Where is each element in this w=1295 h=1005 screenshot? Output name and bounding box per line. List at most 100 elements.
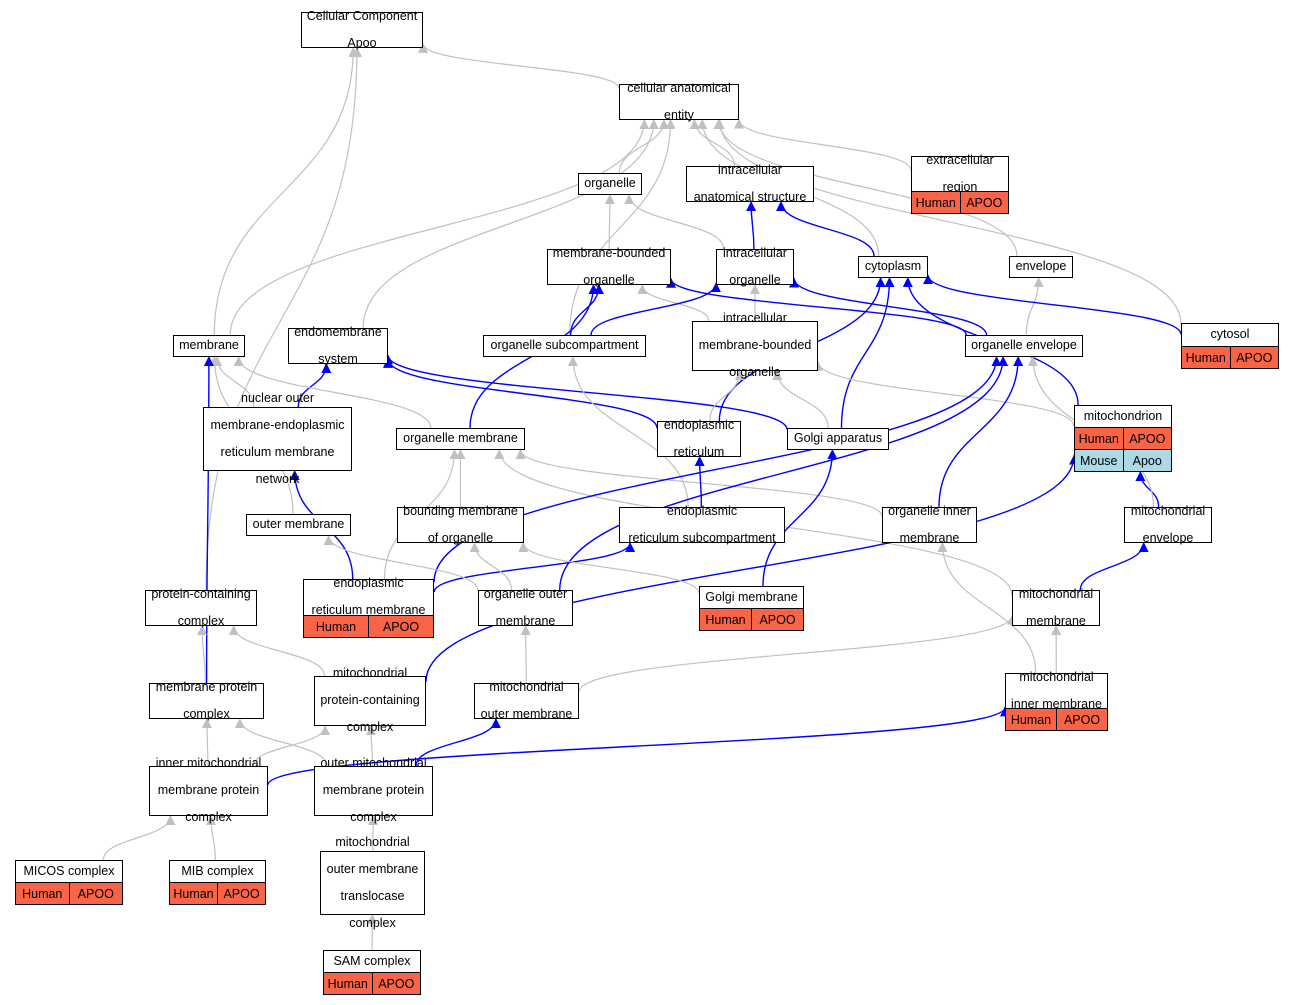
node-label-line: organelle	[583, 272, 635, 287]
node-label-line: reticulum membrane	[220, 444, 335, 459]
node-label-line: outer membrane	[326, 861, 419, 876]
node-label-line: envelope	[1142, 530, 1194, 545]
edge-is-a-pcc-to-root	[205, 47, 362, 591]
node-label-line: membrane-endoplasmic	[210, 417, 345, 432]
node-label-line: protein-containing	[151, 586, 251, 601]
edge-part-of-menv-to-mito	[1135, 471, 1160, 508]
node-membrane[interactable]: membrane	[173, 335, 245, 357]
node-label-line: mitochondrial	[1018, 586, 1094, 601]
edge-is-a-membrane-to-cae	[229, 119, 650, 336]
node-label-line: reticulum	[673, 444, 725, 459]
node-label-line: endoplasmic	[333, 576, 404, 591]
node-outer-membrane[interactable]: outer membrane	[246, 514, 351, 536]
node-envelope[interactable]: envelope	[1009, 256, 1073, 278]
edge-is-a-osub-to-cae	[569, 119, 676, 336]
node-label-line: endoplasmic	[666, 503, 738, 518]
edge-is-a-micos-to-impc	[102, 815, 176, 861]
edge-is-a-impc-to-mpc	[201, 718, 212, 767]
node-label-line: intracellular	[723, 311, 787, 326]
edge-part-of-mm-to-menv	[1079, 542, 1149, 591]
node-label-line: mitochondrial	[335, 834, 410, 849]
node-label-line: Golgi apparatus	[793, 431, 883, 446]
edge-is-a-ersub-to-osub	[567, 356, 689, 508]
node-organelle-envelope[interactable]: organelle envelope	[965, 335, 1083, 357]
edge-is-a-impc-to-mpcc	[252, 725, 331, 767]
edge-is-a-cytosol-to-cae	[714, 119, 1182, 325]
node-organelle-membrane[interactable]: organelle membrane	[396, 428, 525, 450]
edge-is-a-mbo-to-organelle	[604, 194, 615, 250]
node-organelle[interactable]: organelle	[578, 173, 642, 195]
edge-is-a-io-to-organelle	[624, 194, 725, 250]
gene-symbol-cell: APOO	[368, 616, 433, 637]
organism-cell: Human	[22, 886, 63, 901]
node-label-line: membrane protein	[157, 783, 260, 798]
organism-cell: Human	[705, 612, 746, 627]
edge-part-of-oim-to-oenv	[938, 356, 1024, 508]
node-label-line: MIB complex	[181, 863, 254, 878]
edge-is-a-ompc-to-mpc	[234, 718, 328, 767]
gene-symbol-cell: Apoo	[1122, 450, 1172, 471]
node-organelle-subcompartment[interactable]: organelle subcompartment	[483, 335, 646, 357]
node-label-line: complex	[349, 915, 396, 930]
node-label-line: anatomical structure	[693, 189, 807, 204]
edge-part-of-impc-to-mim	[267, 706, 1010, 786]
node-label-line: inner mitochondrial	[155, 756, 262, 771]
gene-symbol-cell: APOO	[959, 192, 1009, 213]
edge-is-a-imbo-to-mbo	[637, 284, 710, 322]
edge-is-a-mim-to-oim	[937, 542, 1037, 674]
edge-part-of-ersub-to-er	[694, 456, 705, 508]
node-label-line: complex	[183, 706, 230, 721]
edge-is-a-ias-to-cae	[689, 119, 735, 167]
node-protein-containing-complex[interactable]: protein-containing complex	[145, 586, 257, 628]
edge-is-a-oom-to-bmo	[469, 542, 512, 591]
edge-part-of-cytoplasm-to-ias	[776, 201, 875, 257]
node-label-line: organelle outer	[483, 586, 568, 601]
edge-is-a-mpc-to-pcc	[197, 625, 208, 684]
node-label-line: membrane protein	[322, 783, 425, 798]
node-cytoplasm[interactable]: cytoplasm	[858, 256, 928, 278]
node-label-line: of organelle	[427, 530, 494, 545]
node-label-line: complex	[177, 613, 225, 628]
edge-part-of-ompc-to-mom	[415, 718, 501, 767]
edge-is-a-endomembrane-to-cae	[362, 119, 659, 329]
node-label-line: organelle inner	[888, 503, 971, 518]
node-label-line: mitochondrial	[489, 679, 564, 694]
node-label-line: Cellular Component	[306, 8, 418, 23]
node-golgi-apparatus[interactable]: Golgi apparatus	[787, 428, 889, 450]
node-label-line: inner membrane	[1010, 696, 1102, 711]
